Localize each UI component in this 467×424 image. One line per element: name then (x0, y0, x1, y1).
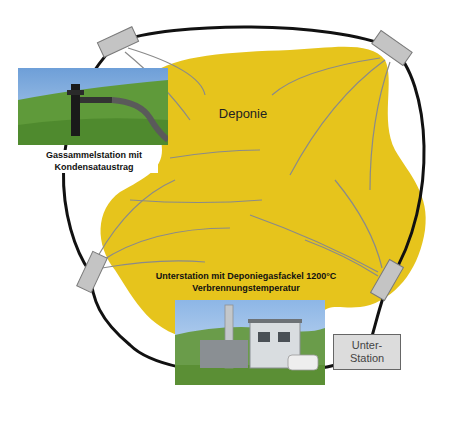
photo-gas-station (18, 68, 168, 145)
landfill-area: Deponie (95, 40, 435, 350)
photo-flange (67, 90, 84, 95)
area-label: Deponie (219, 106, 267, 121)
box-label: Unter-Station (342, 339, 392, 365)
photo-equipment (200, 340, 248, 368)
station-box (77, 251, 108, 292)
landfill-outline (95, 40, 435, 350)
station-box (97, 27, 138, 58)
photo-grass (175, 365, 325, 385)
photo-car (288, 355, 318, 370)
photo-grass-shade (18, 118, 168, 145)
photo-caption: Unterstation mit Deponiegasfackel 1200°C… (151, 271, 341, 294)
substation-box: Unter-Station (333, 334, 401, 370)
photo-post (71, 84, 80, 136)
landfill-shape (101, 47, 426, 342)
photo-pipe (80, 97, 112, 103)
photo-sky (18, 68, 168, 145)
photo-caption: Gassammelstation mit Kondensataustrag (30, 150, 158, 173)
photo-grass (18, 80, 168, 145)
